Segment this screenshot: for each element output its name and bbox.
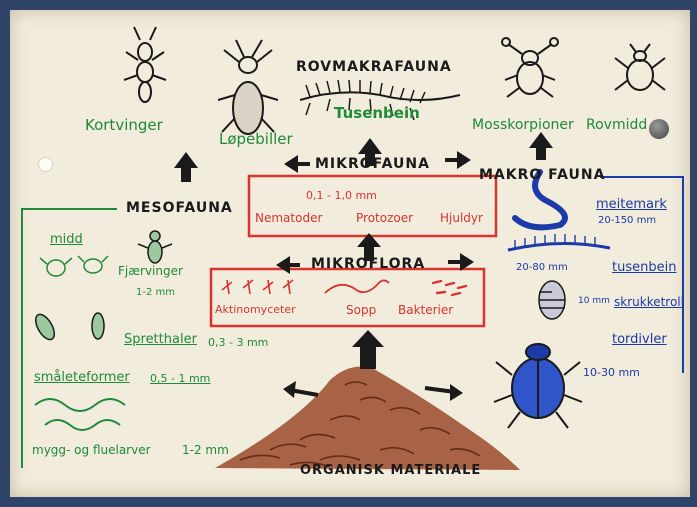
makrofauna-bracket (600, 176, 684, 373)
arrow-right-pile-icon (424, 384, 463, 401)
tordivler-label: tordivler (612, 332, 667, 347)
tusenbein-top-label: Tusenbein (334, 104, 420, 122)
arrow-up-mesofauna-icon (174, 152, 198, 182)
tusenbein-blue-icon (507, 234, 611, 252)
aktinomyceter-label: Aktinomyceter (215, 303, 296, 316)
spretthaler-size: 0,3 - 3 mm (208, 336, 269, 349)
mikroflora-box (209, 267, 486, 328)
tusenbein-makro-label: tusenbein (612, 260, 677, 275)
aktinomyceter-icon (221, 279, 294, 295)
meitemark-size: 20-150 mm (598, 215, 657, 226)
bakterier-label: Bakterier (398, 303, 454, 317)
rovmakrafauna-label: ROVMAKRAFAUNA (296, 59, 452, 75)
organic-material-pile-icon (215, 366, 520, 470)
beetle-kortvinger-icon (123, 26, 167, 103)
skrukketroll-icon (538, 280, 566, 320)
bakterier-icon (431, 279, 468, 297)
arrow-right-mikrofauna-icon (445, 151, 471, 169)
punch-hole (38, 157, 53, 172)
meitemark-icon (512, 169, 568, 231)
smaleteformer-label: småleteformer (34, 370, 130, 385)
hjuldyr-label: Hjuldyr (440, 211, 483, 225)
tordivel-icon (493, 343, 583, 429)
pseudoscorpion-mosskorpioner-icon (501, 37, 559, 98)
fjaervinger-label: Fjærvinger (118, 264, 183, 278)
nematoder-label: Nematoder (255, 211, 323, 225)
makrofauna-title: MAKRO FAUNA (479, 167, 606, 183)
mikrofauna-title: MIKROFAUNA (315, 156, 430, 172)
arrow-up-mikrofauna-icon (358, 138, 382, 166)
skrukketroll-size: 10 mm (578, 296, 610, 306)
arrow-left-mikroflora-icon (276, 256, 300, 274)
fjaervinger-size: 1-2 mm (136, 287, 175, 298)
arrow-up-mikroflora-icon (357, 233, 381, 261)
lopebiller-label: Løpebiller (219, 130, 293, 148)
mikrofauna-size: 0,1 - 1,0 mm (306, 189, 377, 202)
mesofauna-title: MESOFAUNA (126, 200, 233, 216)
tusenbein-size: 20-80 mm (516, 262, 568, 273)
arrow-right-mikroflora-icon (448, 253, 474, 271)
mikrofauna-box (247, 174, 498, 238)
mikroflora-title: MIKROFLORA (311, 256, 426, 272)
organisk-materiale-label: ORGANISK MATERIALE (300, 463, 482, 478)
sopp-label: Sopp (346, 303, 377, 317)
fjaervinge-icon (137, 230, 173, 264)
tordivler-size: 10-30 mm (583, 366, 640, 379)
meitemark-label: meitemark (596, 197, 667, 212)
mesofauna-bracket (21, 208, 117, 468)
mite-rovmidd-icon (614, 43, 666, 91)
pin-icon (649, 119, 669, 139)
smaleteformer-size: 0,5 - 1 mm (150, 372, 211, 385)
rovmidd-label: Rovmidd (586, 117, 648, 133)
sopp-icon (324, 279, 390, 294)
kortvinger-label: Kortvinger (85, 116, 163, 134)
centipede-tusenbein-icon (299, 79, 461, 121)
skrukketroll-label: skrukketroll (614, 295, 684, 309)
larver-size: 1-2 mm (182, 443, 229, 457)
arrow-left-pile-icon (283, 381, 319, 398)
spretthale-icons (34, 312, 105, 341)
midd-label: midd (50, 232, 83, 247)
larver-label: mygg- og fluelarver (32, 443, 151, 457)
beetle-lopebiller-icon (217, 39, 279, 135)
arrow-up-pile-icon (352, 330, 384, 369)
mosskorpioner-label: Mosskorpioner (472, 117, 574, 133)
midd-icons (39, 255, 109, 277)
smaleteformer-icons (34, 398, 126, 431)
spretthaler-label: Spretthaler (124, 332, 197, 347)
arrow-up-makrofauna-icon (529, 132, 553, 160)
arrow-left-mikrofauna-icon (284, 155, 310, 173)
protozoer-label: Protozoer (356, 211, 414, 225)
